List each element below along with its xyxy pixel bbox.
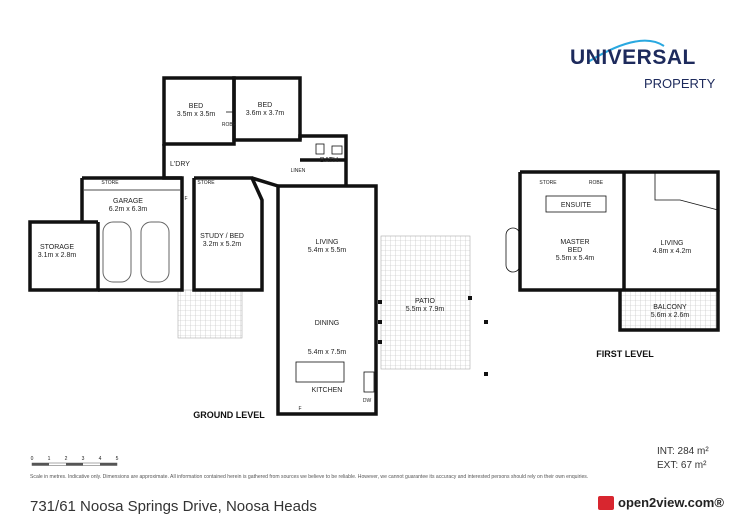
bath-label: BATH [320, 157, 338, 164]
first-details [505, 172, 719, 273]
study-dims: 3.2m x 5.2m [203, 241, 242, 248]
disclaimer: Scale in metres. Indicative only. Dimens… [30, 474, 589, 480]
patio-dims: 5.5m x 7.9m [406, 306, 445, 313]
ground-details [84, 111, 375, 393]
living-dims: 5.4m x 5.5m [308, 247, 347, 254]
scale-tick-1: 1 [48, 456, 51, 462]
internal-area: INT: 284 m² [657, 446, 709, 457]
robe-label-2: ROBE [589, 180, 604, 186]
bed2-dims: 3.6m x 3.7m [246, 110, 285, 117]
garage-cars [102, 221, 170, 283]
brand-logo: UNIVERSAL [570, 46, 696, 69]
ground-level-label: GROUND LEVEL [193, 410, 265, 420]
patio-posts [378, 296, 488, 376]
patio-deck [380, 235, 471, 370]
patio-label: PATIO [415, 298, 436, 305]
open2view-icon [598, 496, 614, 510]
master-label: MASTER [560, 239, 589, 246]
master-label-2: BED [568, 247, 582, 254]
garage-dims: 6.2m x 6.3m [109, 206, 148, 213]
living2-label: LIVING [661, 240, 684, 247]
open2view-badge[interactable]: open2view.com® [598, 494, 724, 512]
dining-label: DINING [315, 320, 340, 327]
brand-sub: PROPERTY [644, 76, 716, 91]
storage-dims: 3.1m x 2.8m [38, 252, 77, 259]
study-label: STUDY / BED [200, 233, 244, 240]
balcony-label: BALCONY [653, 304, 687, 311]
entry-deck [177, 289, 243, 339]
master-dims: 5.5m x 5.4m [556, 255, 595, 262]
storage-label: STORAGE [40, 244, 74, 251]
store-label-3: STORE [539, 180, 557, 186]
dishwasher-label: DW [363, 398, 372, 404]
scale-tick-4: 4 [99, 456, 102, 462]
scale-bar: 0 1 2 3 4 5 [31, 456, 119, 466]
scale-tick-3: 3 [82, 456, 85, 462]
living-label: LIVING [316, 239, 339, 246]
balcony-dims: 5.6m x 2.6m [651, 312, 690, 319]
scale-tick-0: 0 [31, 456, 34, 462]
robe-label: ROBE [222, 122, 237, 128]
address: 731/61 Noosa Springs Drive, Noosa Heads [30, 498, 317, 515]
dining-dims: 5.4m x 7.5m [308, 349, 347, 356]
first-level-label: FIRST LEVEL [596, 349, 654, 359]
open2view-text: open2view.com® [618, 495, 724, 510]
garage-label: GARAGE [113, 198, 143, 205]
scale-tick-5: 5 [116, 456, 119, 462]
store-label: STORE [101, 180, 119, 186]
bed1-dims: 3.5m x 3.5m [177, 111, 216, 118]
store-label-2: STORE [197, 180, 215, 186]
laundry-label: L'DRY [170, 161, 190, 168]
ground-walls [28, 76, 378, 416]
living2-dims: 4.8m x 4.2m [653, 248, 692, 255]
balcony-deck [619, 289, 719, 331]
ensuite-label: ENSUITE [561, 202, 592, 209]
external-area: EXT: 67 m² [657, 460, 707, 471]
bed2-label: BED [258, 102, 272, 109]
bed1-label: BED [189, 103, 203, 110]
scale-tick-2: 2 [65, 456, 68, 462]
fridge-label-2: F [298, 406, 301, 412]
linen-label: LINEN [291, 168, 306, 174]
fridge-label: F [184, 196, 187, 202]
logo-swoosh-icon [587, 39, 665, 63]
kitchen-label: KITCHEN [312, 387, 343, 394]
